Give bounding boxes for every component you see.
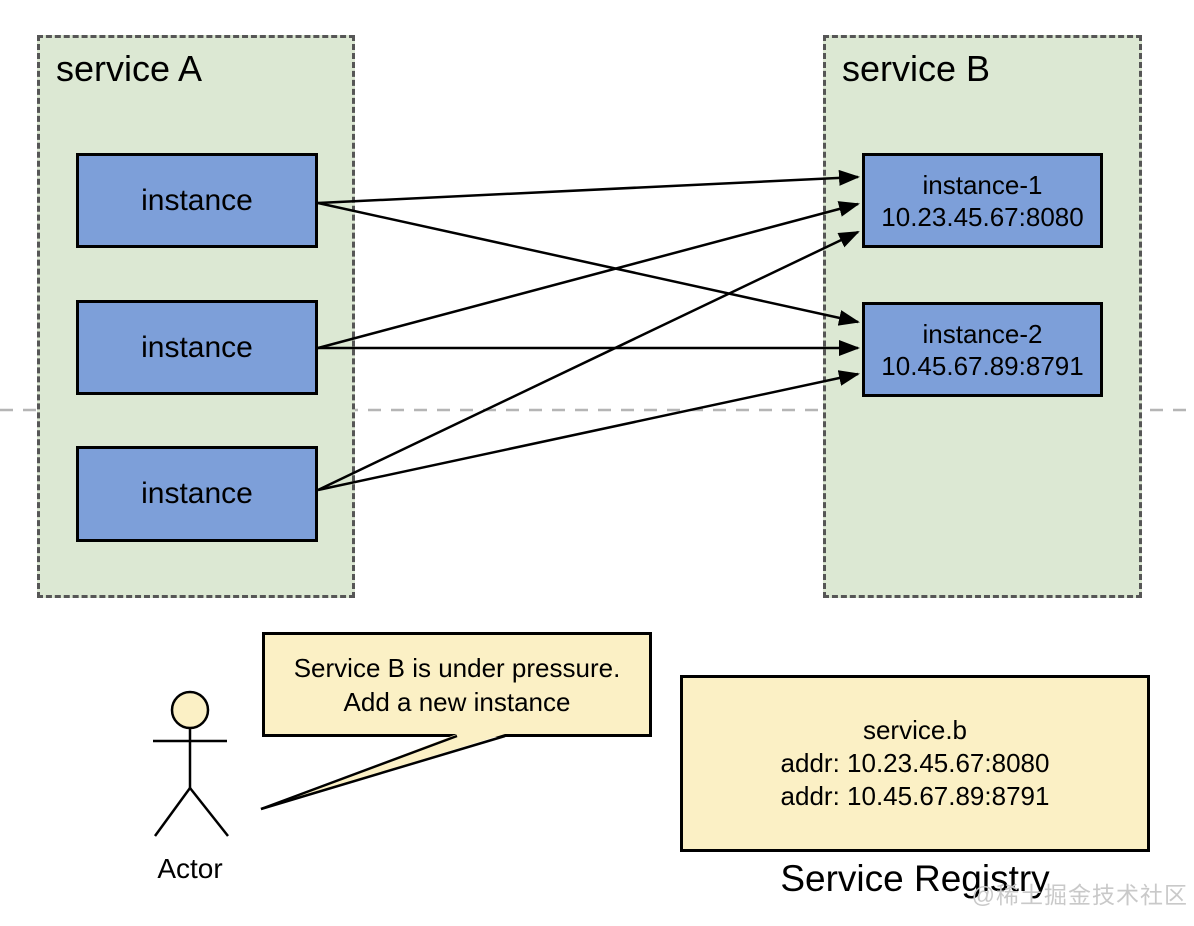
instance-label: instance [141, 330, 253, 364]
speech-bubble-tail [260, 734, 506, 811]
speech-bubble: Service B is under pressure. Add a new i… [262, 632, 652, 737]
service-b-title: service B [842, 48, 991, 89]
service-a-instance-3: instance [76, 446, 318, 542]
arrow-a1-to-b1 [317, 169, 860, 205]
load-balancing-arrows [317, 169, 860, 492]
registry-address-2: addr: 10.45.67.89:8791 [780, 781, 1050, 811]
service-a-title: service A [56, 48, 203, 89]
actor-right-leg [189, 787, 229, 837]
instance-address: 10.45.67.89:8791 [881, 350, 1084, 381]
service-a-instance-1: instance [76, 153, 318, 248]
instance-address: 10.23.45.67:8080 [881, 201, 1084, 232]
speech-bubble-line2: Add a new instance [343, 686, 571, 717]
instance-name: instance-1 [922, 169, 1043, 200]
registry-address-1: addr: 10.23.45.67:8080 [780, 748, 1050, 778]
actor-head [170, 690, 210, 730]
service-b-instance-2: instance-2 10.45.67.89:8791 [862, 302, 1103, 397]
service-a-instance-2: instance [76, 300, 318, 395]
instance-name: instance-2 [922, 318, 1043, 349]
arrow-a2-to-b1 [317, 201, 860, 350]
actor-figure [153, 690, 229, 837]
instance-label: instance [141, 477, 253, 510]
actor-left-leg [153, 787, 192, 837]
instance-label: instance [141, 183, 253, 217]
arrow-a3-to-b2 [317, 370, 860, 492]
speech-bubble-line1: Service B is under pressure. [293, 652, 621, 683]
service-b-instance-1: instance-1 10.23.45.67:8080 [862, 153, 1103, 248]
arrow-a3-to-b1 [317, 230, 860, 492]
registry-service-name: service.b [862, 715, 968, 745]
arrow-a1-to-b2 [317, 201, 860, 326]
service-registry-box: service.b addr: 10.23.45.67:8080 addr: 1… [680, 675, 1150, 852]
